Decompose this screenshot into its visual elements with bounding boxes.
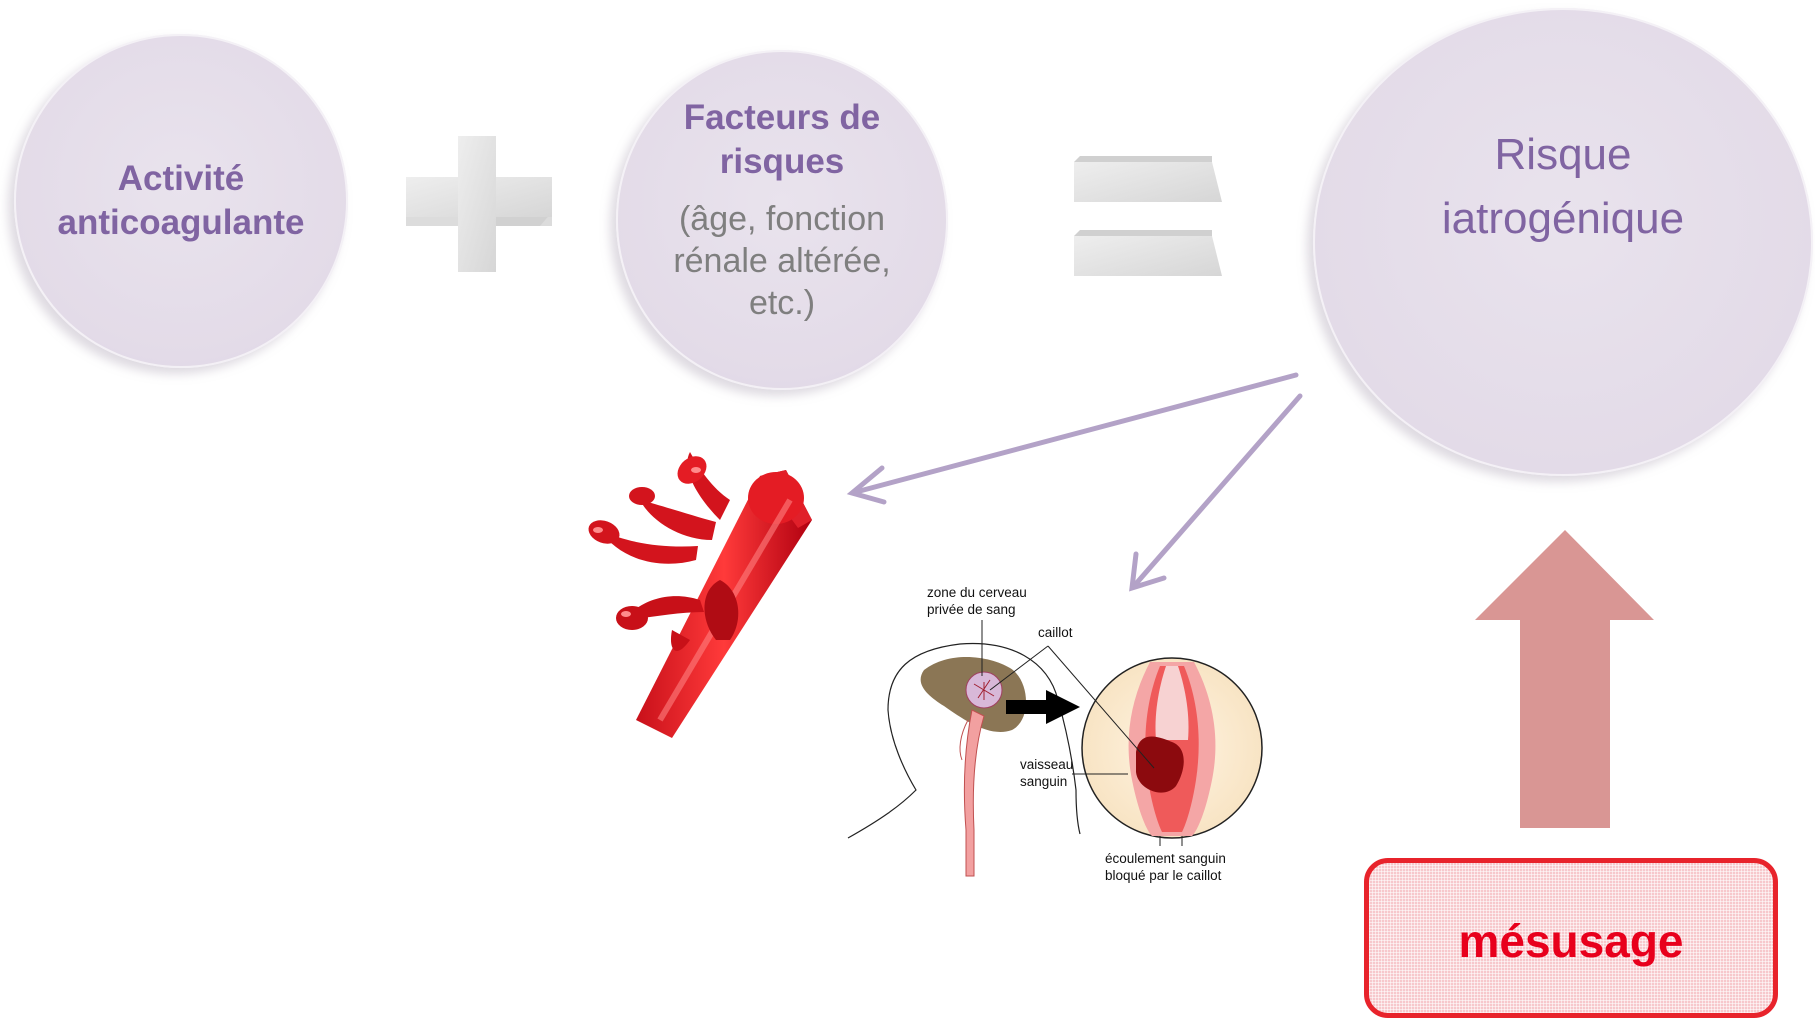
- zone-label-line2: privée de sang: [927, 601, 1027, 618]
- hemorrhage-vessel-icon: [585, 451, 812, 738]
- ecoulement-label-line2: bloqué par le caillot: [1105, 867, 1226, 884]
- mesusage-box: mésusage: [1364, 858, 1778, 1018]
- mesusage-label: mésusage: [1458, 915, 1683, 1013]
- equals-icon: [1074, 156, 1222, 276]
- plus-icon: [406, 136, 552, 272]
- ecoulement-label-line1: écoulement sanguin: [1105, 850, 1226, 867]
- vaisseau-label-line2: sanguin: [1020, 773, 1073, 790]
- arrow-to-hemorrhage: [852, 375, 1296, 502]
- caillot-label: caillot: [1038, 624, 1073, 641]
- up-arrow-icon: [1475, 530, 1654, 828]
- vaisseau-label: vaisseau sanguin: [1020, 756, 1073, 790]
- vaisseau-label-line1: vaisseau: [1020, 756, 1073, 773]
- zone-label: zone du cerveau privée de sang: [927, 584, 1027, 618]
- brain-clot-illustration: [848, 620, 1262, 876]
- ecoulement-label: écoulement sanguin bloqué par le caillot: [1105, 850, 1226, 884]
- arrow-to-clot: [1132, 396, 1300, 588]
- zone-label-line1: zone du cerveau: [927, 584, 1027, 601]
